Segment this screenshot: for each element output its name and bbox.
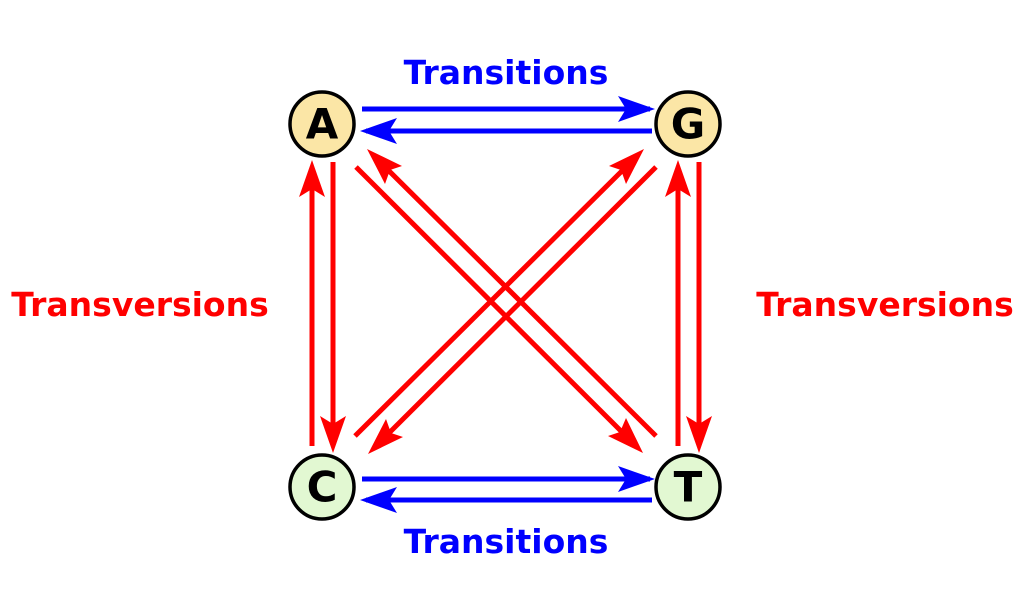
transitions-label-bottom: Transitions bbox=[404, 522, 609, 561]
arrowhead-t-to-a bbox=[367, 149, 402, 184]
node-g-label: G bbox=[671, 100, 705, 149]
arrowhead-g-to-a bbox=[360, 118, 397, 144]
arrow-g-to-c bbox=[373, 165, 658, 449]
arrow-c-to-g bbox=[353, 154, 639, 438]
arrowhead-t-to-c bbox=[360, 487, 397, 513]
arrowhead-a-to-c bbox=[320, 416, 346, 453]
arrowhead-g-to-c bbox=[368, 419, 403, 454]
transitions-label-top: Transitions bbox=[404, 53, 609, 92]
node-a-label: A bbox=[306, 100, 339, 149]
arrowhead-g-to-t bbox=[686, 416, 712, 453]
arrowhead-c-to-g bbox=[609, 149, 644, 184]
node-g: G bbox=[654, 90, 722, 158]
arrowhead-t-to-g bbox=[665, 160, 691, 197]
arrowhead-c-to-t bbox=[618, 466, 655, 492]
transversions-label-left: Transversions bbox=[11, 285, 269, 324]
node-t-label: T bbox=[674, 463, 703, 512]
arrowhead-a-to-t bbox=[608, 418, 643, 453]
node-c-label: C bbox=[307, 463, 338, 512]
node-t: T bbox=[654, 453, 722, 521]
arrowhead-c-to-a bbox=[299, 160, 325, 197]
arrowhead-a-to-g bbox=[618, 96, 655, 122]
arrow-t-to-a bbox=[372, 154, 658, 438]
arrow-a-to-t bbox=[354, 165, 639, 449]
node-c: C bbox=[288, 453, 356, 521]
node-a: A bbox=[288, 90, 356, 158]
transversions-label-right: Transversions bbox=[756, 285, 1014, 324]
